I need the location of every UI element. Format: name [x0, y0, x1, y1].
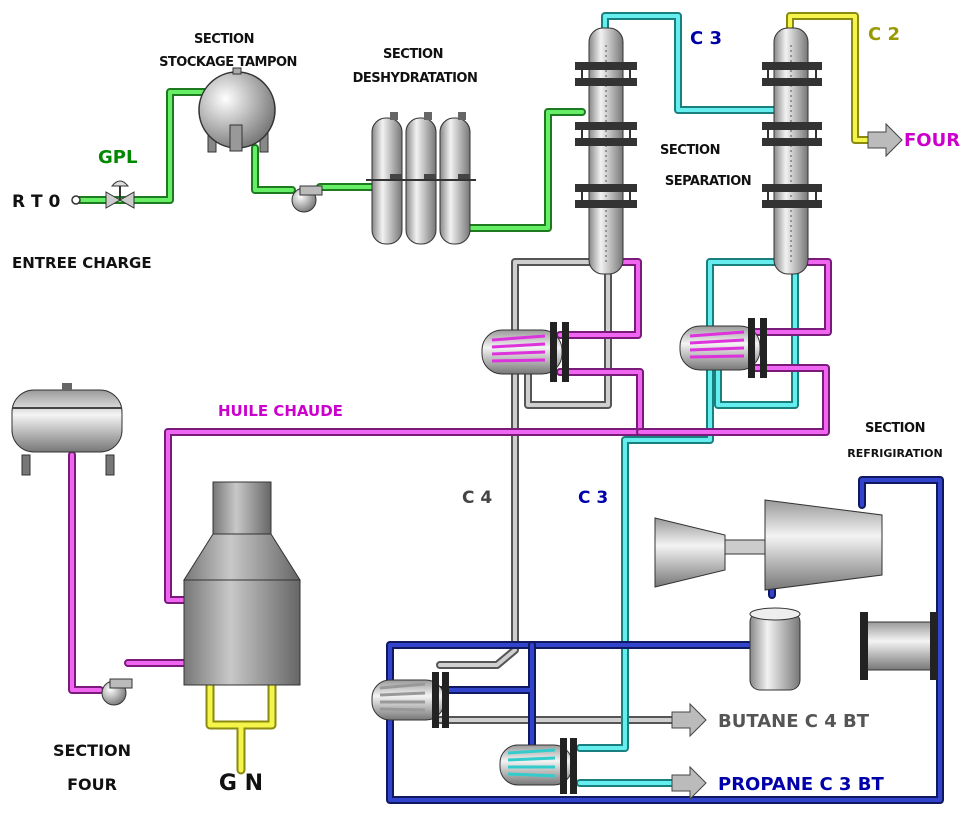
- separation-column-1[interactable]: [575, 27, 637, 275]
- hot-oil-pipe: [68, 258, 832, 694]
- label-rt0: R T 0: [12, 192, 61, 212]
- label-c3-top: C 3: [690, 28, 722, 49]
- label-c2: C 2: [868, 24, 900, 45]
- arrow-four-out-icon: [867, 122, 903, 158]
- c3-bottom-pipe: [576, 258, 799, 787]
- label-section-deshydratation-2: DESHYDRATATION: [353, 71, 478, 86]
- refrigeration-compressor[interactable]: [654, 499, 883, 591]
- label-entree-charge: ENTREE CHARGE: [12, 254, 152, 272]
- label-propane: PROPANE C 3 BT: [718, 774, 884, 795]
- arrow-propane-out-icon: [671, 765, 707, 801]
- label-four-out: FOUR: [904, 130, 960, 151]
- label-c3-mid: C 3: [578, 488, 608, 508]
- c3-chiller[interactable]: [499, 738, 577, 794]
- label-section-separation-2: SEPARATION: [665, 174, 751, 189]
- arrow-butane-out-icon: [671, 702, 707, 738]
- c4-pipe: [436, 258, 676, 724]
- label-section-four-2: FOUR: [67, 775, 117, 794]
- feed-pump-icon[interactable]: [291, 185, 323, 213]
- refrigeration-condenser[interactable]: [860, 612, 938, 680]
- c4-chiller[interactable]: [371, 672, 449, 728]
- label-huile-chaude: HUILE CHAUDE: [218, 402, 343, 420]
- label-section-refrigeration-2: REFRIGIRATION: [847, 447, 942, 460]
- gpl-feed-pipe: [74, 88, 586, 232]
- reboiler-2[interactable]: [679, 318, 767, 378]
- label-section-deshydratation-1: SECTION: [383, 47, 443, 62]
- c2-overhead-pipe: [786, 12, 872, 144]
- gn-feed-pipe: [205, 680, 277, 775]
- reboiler-1[interactable]: [481, 322, 569, 382]
- label-section-stockage-2: STOCKAGE TAMPON: [159, 55, 297, 70]
- hot-oil-pump-icon[interactable]: [101, 678, 133, 706]
- label-section-refrigeration-1: SECTION: [865, 421, 925, 436]
- dehydration-vessels[interactable]: [366, 112, 476, 245]
- hot-oil-tank[interactable]: [11, 383, 123, 476]
- label-butane: BUTANE C 4 BT: [718, 711, 870, 732]
- label-section-stockage-1: SECTION: [194, 32, 254, 47]
- separation-column-2[interactable]: [762, 27, 822, 275]
- furnace[interactable]: [183, 481, 301, 686]
- label-gpl: GPL: [98, 147, 137, 168]
- inlet-valve-icon[interactable]: [105, 180, 135, 209]
- storage-sphere[interactable]: [198, 67, 276, 153]
- refrigerant-drum[interactable]: [749, 607, 801, 691]
- label-section-separation-1: SECTION: [660, 143, 720, 158]
- label-section-four-1: SECTION: [53, 741, 131, 760]
- rt0-connection-icon: [71, 195, 81, 205]
- label-gn: G N: [219, 771, 263, 796]
- label-c4: C 4: [462, 488, 492, 508]
